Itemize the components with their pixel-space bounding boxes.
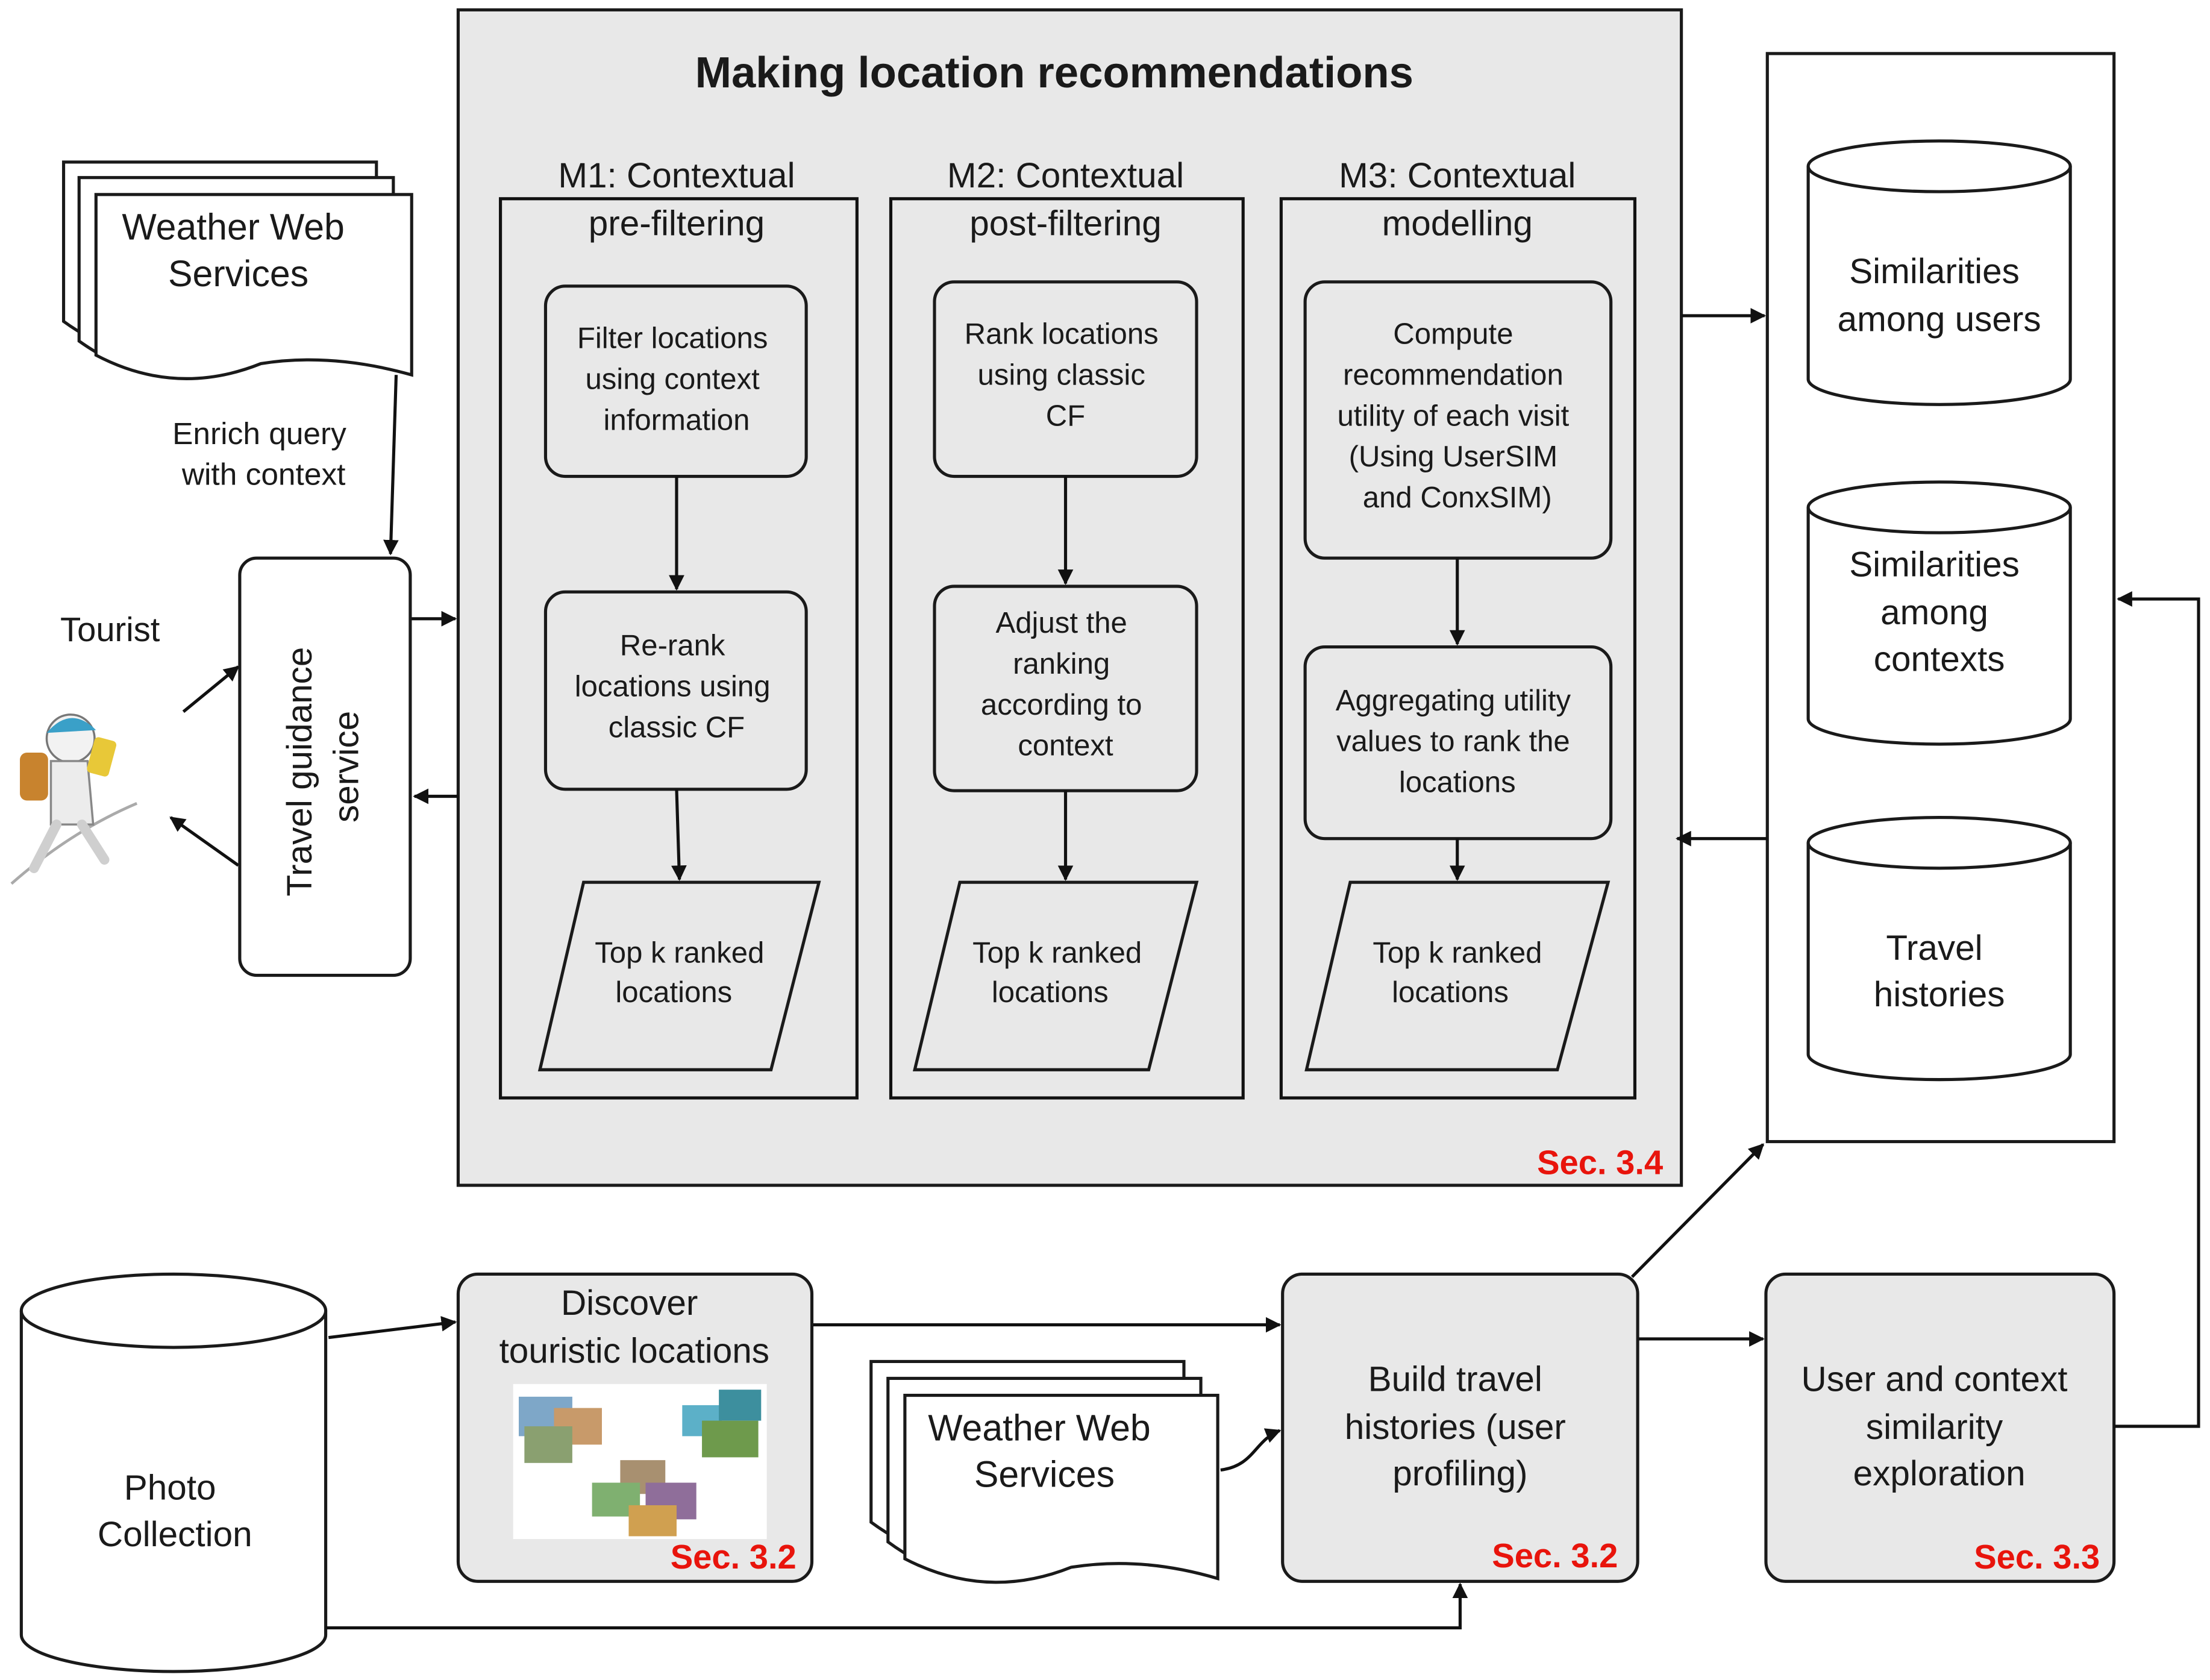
arrow-similarity-to-databases <box>2114 591 2200 1428</box>
column-m1-frame <box>499 197 859 1100</box>
main-panel-section: Sec. 3.4 <box>1537 1143 1663 1181</box>
column-m3-header-line2: modelling <box>1382 204 1533 243</box>
arrow-weather-to-service <box>383 375 399 556</box>
m1-rerank-step-label: Re-rank locations using classic CF <box>575 630 779 744</box>
m3-compute-step-label: Compute recommendation utility of each v… <box>1337 318 1577 514</box>
build-histories-box <box>1281 1272 1639 1583</box>
tourist-label: Tourist <box>60 610 160 648</box>
column-m3-header: M3: Contextual modelling <box>1339 156 1576 243</box>
arrow-service-to-tourist <box>169 816 240 867</box>
travel-histories-db: Travel histories <box>1806 816 2072 1082</box>
similarity-exploration-section: Sec. 3.3 <box>1974 1538 2100 1576</box>
photo-collection-db: Photo Collection <box>19 1272 328 1673</box>
arrow-build-to-databases <box>1630 1143 1765 1278</box>
column-m2-header: M2: Contextual post-filtering <box>947 156 1184 243</box>
m1-output <box>537 880 821 1071</box>
m3-output-label: Top k ranked locations <box>1373 936 1550 1008</box>
enrich-query-label: Enrich query with context <box>172 416 355 492</box>
column-m3-header-line1: M3: Contextual <box>1339 156 1576 195</box>
discover-section: Sec. 3.2 <box>671 1538 797 1576</box>
m2-output-label: Top k ranked locations <box>972 936 1150 1008</box>
column-m1-header: M1: Contextual pre-filtering <box>558 156 795 243</box>
location-photos-image <box>513 1384 767 1540</box>
weather-services-bottom: Weather Web Services <box>869 1359 1219 1584</box>
column-m1-header-line2: pre-filtering <box>589 204 765 243</box>
m2-output <box>912 880 1199 1071</box>
m1-output-label: Top k ranked locations <box>595 936 772 1008</box>
arrow-photos-to-discover <box>328 1315 457 1340</box>
weather-services-bottom-label: Weather Web Services <box>928 1407 1160 1494</box>
arrow-photos-to-build <box>325 1582 1468 1630</box>
column-m2-header-line1: M2: Contextual <box>947 156 1184 195</box>
m2-adjust-step-label: Adjust the ranking according to context <box>981 607 1150 762</box>
travel-histories-label: Travel histories <box>1874 929 2005 1014</box>
similarities-contexts-label: Similarities among contexts <box>1849 545 2029 679</box>
similarities-contexts-db: Similarities among contexts <box>1806 480 2072 746</box>
similarities-users-db: Similarities among users <box>1806 139 2072 406</box>
column-m2-header-line2: post-filtering <box>969 204 1161 243</box>
similarity-exploration-label: User and context similarity exploration <box>1801 1360 2077 1494</box>
tourist-icon <box>10 713 138 885</box>
column-m3-frame <box>1279 197 1637 1100</box>
m2-rank-step-label: Rank locations using classic CF <box>965 318 1167 433</box>
weather-services-top: Weather Web Services <box>61 160 413 380</box>
main-panel-title: Making location recommendations <box>695 48 1413 97</box>
m3-output <box>1304 880 1611 1071</box>
similarities-users-label: Similarities among users <box>1838 252 2041 339</box>
weather-services-top-label: Weather Web Services <box>122 207 354 294</box>
column-m2-frame <box>889 197 1245 1100</box>
build-histories-label: Build travel histories (user profiling) <box>1345 1360 1576 1494</box>
photo-collection-label: Photo Collection <box>98 1468 252 1554</box>
travel-guidance-service-label: Travel guidance service <box>280 637 366 896</box>
arrow-tourist-to-service <box>182 665 240 713</box>
discover-locations-label: Discover touristic locations <box>499 1284 769 1371</box>
column-m1-header-line1: M1: Contextual <box>558 156 795 195</box>
travel-guidance-service <box>238 556 412 977</box>
build-histories-section: Sec. 3.2 <box>1492 1537 1618 1575</box>
m3-aggregate-step-label: Aggregating utility values to rank the l… <box>1336 685 1579 799</box>
m1-filter-step-label: Filter locations using context informati… <box>577 322 776 437</box>
arrow-weather-to-build <box>1220 1428 1282 1472</box>
m1-arrow-2 <box>671 789 687 882</box>
m1-rerank-step <box>543 590 808 791</box>
